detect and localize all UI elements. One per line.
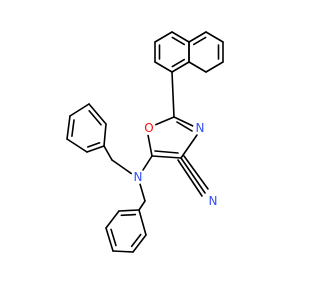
naphthalene-ring-a-bond bbox=[154, 31, 173, 43]
oxazole-double-bond bbox=[154, 150, 179, 154]
naphthalene-ring-a-double-bond bbox=[171, 58, 186, 68]
atom-label-amine-nitrogen: N bbox=[134, 170, 143, 184]
benzyl-link-bond bbox=[103, 145, 113, 161]
lower-phenyl-ring-bond bbox=[105, 210, 120, 229]
atom-label-nitrile-nitrogen: N bbox=[209, 194, 218, 208]
atom-label-ring-nitrogen: N bbox=[196, 121, 205, 135]
lower-phenyl-ring-double-bond bbox=[120, 213, 137, 217]
upper-phenyl-ring-bond bbox=[86, 145, 105, 153]
naphthalene-ring-b-bond bbox=[188, 31, 207, 43]
atom-Namine: N bbox=[131, 170, 145, 184]
lower-phenyl-ring-bond bbox=[118, 209, 140, 212]
atom-label-oxygen: O bbox=[144, 121, 153, 135]
upper-phenyl-ring-double-bond bbox=[86, 141, 101, 148]
upper-phenyl-ring-double-bond bbox=[71, 119, 75, 137]
naphthalene-ring-b-bond bbox=[205, 31, 224, 43]
upper-phenyl-ring-bond bbox=[66, 115, 71, 140]
upper-phenyl-ring-bond bbox=[88, 103, 107, 125]
nitrile-triple-bond bbox=[183, 155, 209, 190]
molecule-diagram: O N N N bbox=[66, 31, 224, 253]
naphthalene-ring-a-bond bbox=[171, 61, 190, 73]
atom-Nnitrile: N bbox=[206, 194, 220, 208]
oxazole-bond bbox=[180, 134, 198, 159]
upper-phenyl-ring-bond bbox=[66, 138, 88, 153]
lower-phenyl-ring-bond bbox=[132, 234, 147, 253]
amine-bond bbox=[142, 155, 153, 171]
upper-phenyl-ring-double-bond bbox=[88, 109, 102, 126]
benzyl-link-bond bbox=[138, 200, 146, 211]
naphthalene-ring-a-bond bbox=[154, 61, 173, 73]
oxazole-bond bbox=[151, 155, 182, 159]
naphthalene-ring-a-bond bbox=[171, 31, 190, 43]
atom-N3: N bbox=[193, 121, 207, 135]
upper-phenyl-ring-bond bbox=[103, 123, 107, 147]
lower-phenyl-ring-bond bbox=[112, 250, 134, 253]
naphthalene-ring-b-bond bbox=[205, 61, 224, 73]
naphthalene-ring-a-double-bond bbox=[171, 36, 186, 46]
oxazole-bond bbox=[173, 116, 194, 127]
oxazole-bond bbox=[154, 116, 175, 126]
naphthalene-ring-b-double-bond bbox=[192, 36, 207, 46]
atom-O1: O bbox=[142, 121, 156, 135]
upper-phenyl-ring-bond bbox=[69, 103, 90, 117]
bond-layer bbox=[66, 31, 224, 253]
lower-phenyl-ring-bond bbox=[105, 227, 114, 252]
naphthalene-ring-b-bond bbox=[188, 61, 207, 73]
lower-phenyl-ring-double-bond bbox=[110, 228, 117, 247]
aryl-link-bond bbox=[171, 71, 175, 118]
lower-phenyl-ring-double-bond bbox=[130, 233, 142, 248]
benzyl-ch2-bond bbox=[111, 159, 133, 175]
benzyl-ch2-bond bbox=[139, 183, 146, 202]
lower-phenyl-ring-bond bbox=[138, 209, 147, 236]
nitrile-single-bond bbox=[180, 157, 206, 194]
oxazole-double-bond bbox=[176, 121, 193, 132]
oxazole-bond bbox=[147, 134, 153, 157]
nitrile-triple-bond bbox=[177, 159, 203, 197]
